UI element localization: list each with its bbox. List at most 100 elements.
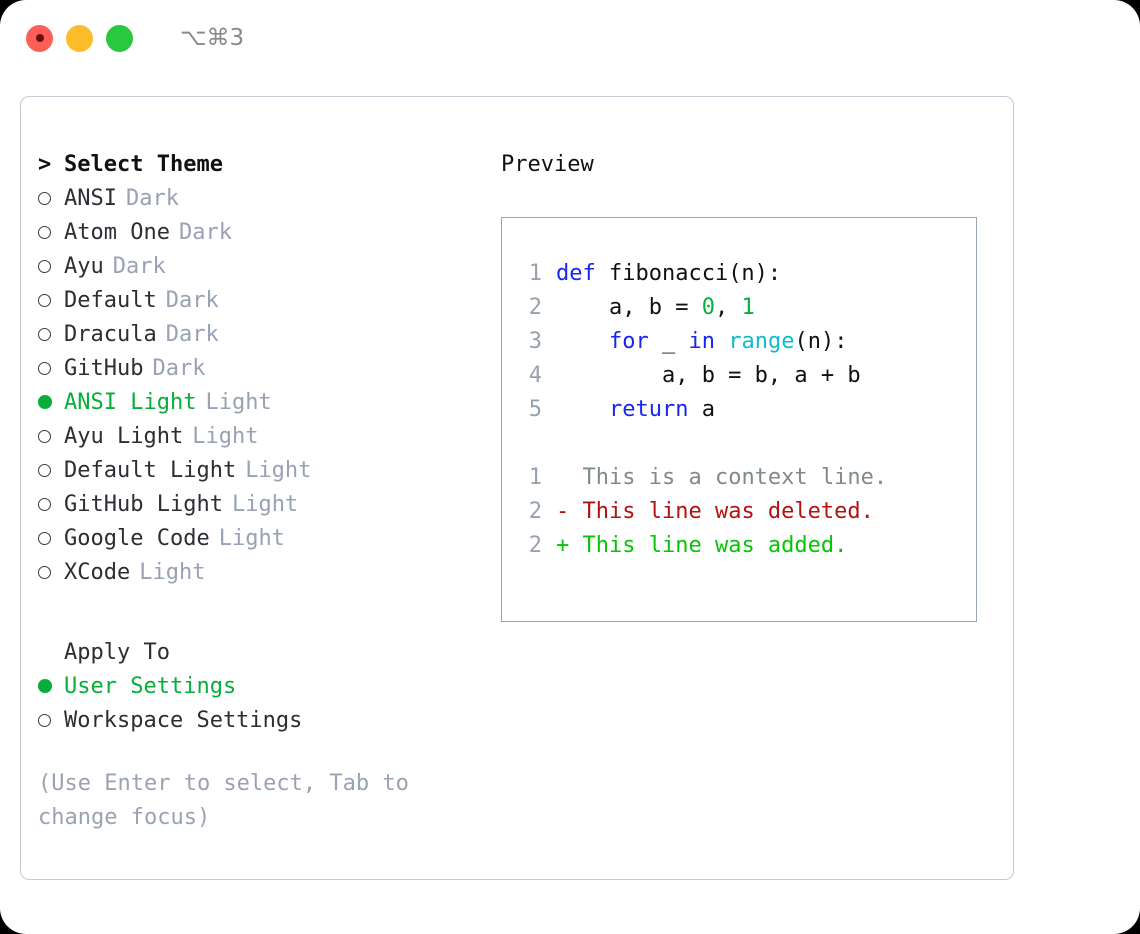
- theme-variant-label: Dark: [112, 253, 166, 279]
- diff-line-number: 2: [528, 498, 542, 524]
- theme-list-item[interactable]: XCode Light: [38, 555, 468, 589]
- theme-list-item[interactable]: ANSI Dark: [38, 181, 468, 215]
- radio-unselected-icon[interactable]: [38, 361, 64, 375]
- close-window-button[interactable]: [26, 24, 53, 52]
- radio-unselected-icon[interactable]: [38, 191, 64, 205]
- theme-name-label: GitHub Light: [64, 491, 223, 517]
- apply-to-label: User Settings: [64, 673, 237, 699]
- radio-mark: [38, 713, 51, 727]
- diff-line-number: 1: [528, 464, 542, 490]
- apply-to-option[interactable]: User Settings: [38, 669, 468, 703]
- radio-unselected-icon[interactable]: [38, 225, 64, 239]
- radio-mark: [38, 225, 51, 239]
- theme-name-label: Atom One: [64, 219, 170, 245]
- code-line-number: 2: [528, 294, 542, 320]
- diff-text: This line was added.: [582, 532, 848, 558]
- radio-unselected-icon[interactable]: [38, 497, 64, 511]
- radio-mark: [38, 361, 51, 375]
- apply-to-option[interactable]: Workspace Settings: [38, 703, 468, 737]
- code-line-number: 5: [528, 396, 542, 422]
- minimize-window-button[interactable]: [66, 24, 93, 52]
- diff-sample-block: 1 This is a context line. 2- This line wa…: [502, 460, 976, 562]
- theme-name-label: Google Code: [64, 525, 210, 551]
- theme-picker-header: > Select Theme: [38, 147, 468, 181]
- code-line: 5 return a: [502, 392, 976, 426]
- theme-name-label: GitHub: [64, 355, 144, 381]
- radio-selected-icon[interactable]: [38, 395, 64, 409]
- theme-name-label: Ayu Light: [64, 423, 184, 449]
- theme-variant-label: Dark: [125, 185, 179, 211]
- code-token: a, b = b, a + b: [556, 362, 861, 388]
- diff-line: 1 This is a context line.: [502, 460, 976, 494]
- code-token: [556, 397, 609, 422]
- apply-to-label: Workspace Settings: [64, 707, 303, 733]
- theme-picker-title: Select Theme: [64, 151, 223, 177]
- theme-name-label: Ayu: [64, 253, 104, 279]
- theme-variant-label: Light: [139, 559, 206, 585]
- diff-marker: -: [556, 498, 583, 524]
- theme-name-label: ANSI: [64, 185, 117, 211]
- theme-list-item[interactable]: Default Light Light: [38, 453, 468, 487]
- code-token: 1: [741, 294, 755, 320]
- radio-mark: [38, 429, 51, 443]
- theme-name-label: Default Light: [64, 457, 237, 483]
- diff-text: This is a context line.: [582, 464, 888, 490]
- radio-mark: [38, 463, 51, 477]
- radio-unselected-icon[interactable]: [38, 293, 64, 307]
- selection-caret-icon: >: [38, 151, 52, 177]
- radio-mark: [38, 497, 51, 511]
- radio-unselected-icon[interactable]: [38, 531, 64, 545]
- radio-unselected-icon[interactable]: [38, 463, 64, 477]
- theme-list-item[interactable]: Atom One Dark: [38, 215, 468, 249]
- radio-mark: [38, 565, 51, 579]
- theme-variant-label: Dark: [178, 219, 232, 245]
- theme-name-label: Dracula: [64, 321, 157, 347]
- theme-name-label: XCode: [64, 559, 131, 585]
- radio-unselected-icon[interactable]: [38, 259, 64, 273]
- radio-mark: [38, 679, 52, 693]
- radio-mark: [38, 259, 51, 273]
- radio-mark: [38, 327, 51, 341]
- code-line-number: 1: [528, 260, 542, 286]
- code-diff-spacer: [502, 426, 976, 460]
- radio-unselected-icon[interactable]: [38, 713, 64, 727]
- theme-list-item[interactable]: GitHub Light Light: [38, 487, 468, 521]
- theme-variant-label: Dark: [152, 355, 206, 381]
- code-line: 4 a, b = b, a + b: [502, 358, 976, 392]
- keyboard-hint-text: (Use Enter to select, Tab to change focu…: [38, 771, 409, 830]
- radio-unselected-icon[interactable]: [38, 327, 64, 341]
- theme-variant-label: Light: [245, 457, 312, 483]
- theme-variant-label: Dark: [165, 287, 219, 313]
- section-spacer: [38, 589, 468, 635]
- diff-line: 2 + This line was added.: [502, 528, 976, 562]
- diff-line-number: 2: [528, 532, 542, 558]
- code-token: a, b =: [556, 294, 702, 320]
- radio-mark: [38, 531, 51, 545]
- theme-list-item[interactable]: Dracula Dark: [38, 317, 468, 351]
- radio-unselected-icon[interactable]: [38, 565, 64, 579]
- close-icon: [35, 34, 44, 42]
- diff-marker: +: [556, 532, 583, 558]
- code-line: 2 a, b = 0, 1: [502, 290, 976, 324]
- theme-variant-label: Dark: [165, 321, 219, 347]
- radio-mark: [38, 395, 52, 409]
- theme-name-label: ANSI Light: [64, 389, 197, 415]
- theme-list-item[interactable]: Ayu Dark: [38, 249, 468, 283]
- radio-unselected-icon[interactable]: [38, 429, 64, 443]
- code-token: range: [728, 328, 795, 354]
- diff-text: This line was deleted.: [582, 498, 874, 524]
- theme-list-item[interactable]: GitHub Dark: [38, 351, 468, 385]
- code-token: [715, 329, 728, 354]
- maximize-window-button[interactable]: [106, 24, 133, 52]
- radio-selected-icon[interactable]: [38, 679, 64, 693]
- theme-variant-label: Light: [231, 491, 299, 517]
